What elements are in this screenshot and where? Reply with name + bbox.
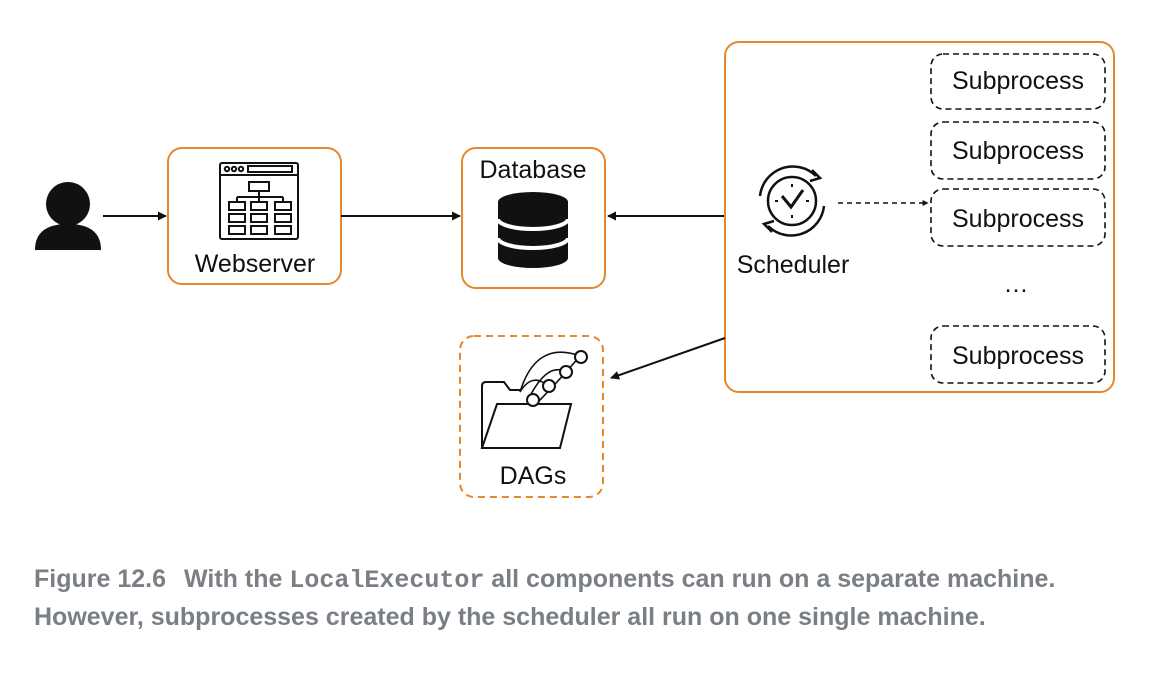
subprocess-label: Subprocess bbox=[952, 137, 1084, 165]
dags-node: DAGs bbox=[459, 335, 604, 498]
caption-code: LocalExecutor bbox=[289, 566, 485, 595]
dags-label: DAGs bbox=[500, 462, 567, 490]
subprocess-label: Subprocess bbox=[952, 342, 1084, 370]
caption-text-before: With the bbox=[184, 565, 290, 593]
figure-number: Figure 12.6 bbox=[34, 565, 166, 593]
architecture-diagram: Webserver Database Scheduler bbox=[35, 41, 1115, 498]
subprocess-box: Subprocess bbox=[930, 325, 1106, 384]
database-label: Database bbox=[479, 156, 586, 184]
database-node: Database bbox=[461, 147, 606, 289]
webserver-node: Webserver bbox=[167, 147, 342, 285]
subprocess-label: Subprocess bbox=[952, 205, 1084, 233]
scheduler-node: Scheduler Subprocess Subprocess Subproce… bbox=[724, 41, 1115, 393]
webserver-label: Webserver bbox=[195, 250, 315, 278]
database-icon bbox=[496, 192, 570, 268]
user-icon bbox=[35, 182, 101, 250]
subprocess-box: Subprocess bbox=[930, 188, 1106, 247]
dag-graph-icon bbox=[519, 350, 588, 407]
arrow-scheduler-to-dags bbox=[610, 337, 726, 380]
scheduler-label: Scheduler bbox=[737, 251, 850, 279]
figure-caption: Figure 12.6 With the LocalExecutor all co… bbox=[34, 561, 1124, 636]
subprocess-label: Subprocess bbox=[952, 67, 1084, 95]
clock-icon bbox=[758, 165, 826, 237]
ellipsis-label: … bbox=[1004, 270, 1029, 298]
webserver-icon bbox=[219, 162, 299, 240]
subprocess-box: Subprocess bbox=[930, 121, 1106, 180]
subprocess-box: Subprocess bbox=[930, 53, 1106, 110]
folder-icon bbox=[480, 381, 573, 449]
caption-text-after: all components can run on a separate mac… bbox=[34, 565, 1056, 631]
